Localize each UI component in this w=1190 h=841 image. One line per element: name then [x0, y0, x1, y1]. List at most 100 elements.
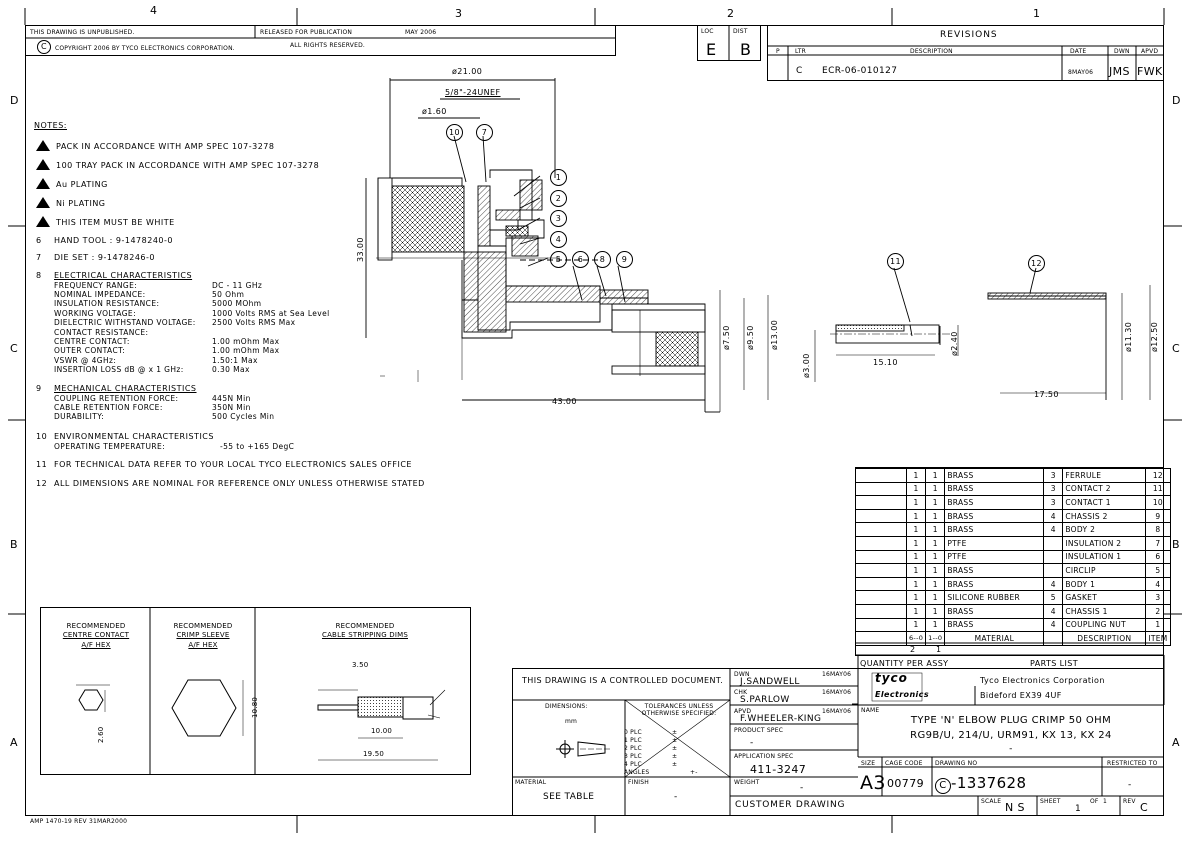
bom-qty-b: 1 [925, 522, 946, 537]
bom-note-flag: 4 [1043, 522, 1064, 537]
dim-l1510: 15.10 [873, 358, 898, 367]
tyco-logo: tyco [875, 671, 908, 685]
bom-item: 6 [1145, 549, 1171, 565]
cage-label: CAGE CODE [885, 760, 923, 767]
note-text: ENVIRONMENTAL CHARACTERISTICS [54, 432, 214, 441]
tol-val-1: ± [672, 737, 678, 744]
drawing-no-label: DRAWING NO [935, 760, 978, 767]
bom-qty-b: 1 [925, 603, 946, 619]
bom-description: CONTACT 2 [1062, 481, 1147, 497]
tol-val-3: ± [672, 753, 678, 760]
elec-label: FREQUENCY RANGE: [54, 281, 138, 290]
elec-value: 1.00 mOhm Max [212, 346, 280, 355]
zone-label-c-right: C [1172, 342, 1181, 355]
bom-qty-b: 1 [925, 576, 946, 592]
rev-desc: ECR-06-010127 [822, 66, 898, 76]
bom-material: BRASS [944, 522, 1045, 537]
bom-note-flag [1043, 549, 1064, 565]
unpublished-text: THIS DRAWING IS UNPUBLISHED. [30, 29, 135, 36]
bom-item: 1 [1145, 617, 1171, 633]
balloon-1: 1 [550, 169, 567, 186]
dim-d160: ø1.60 [422, 107, 447, 116]
qty-per-assy-label: QUANTITY PER ASSY [860, 659, 949, 668]
bom-spacer [855, 549, 907, 565]
bom-description: CHASSIS 2 [1062, 508, 1147, 524]
bom-qty-b: 1 [925, 617, 946, 633]
bom-spacer [855, 563, 907, 578]
note-1: PACK IN ACCORDANCE WITH AMP SPEC 107-327… [36, 140, 274, 152]
rev-col-apvd: APVD [1141, 48, 1159, 55]
bom-spacer [855, 481, 907, 497]
restricted-label: RESTRICTED TO [1107, 760, 1158, 767]
rec-b-dim: 10.80 [251, 696, 259, 718]
bom-qty-a: 1 [905, 617, 927, 633]
dimensions-label: DIMENSIONS: [545, 703, 588, 710]
bom-qty-a: 1 [905, 576, 927, 592]
tol-plc-2: 2 PLC [624, 745, 642, 752]
bom-spacer [855, 495, 907, 510]
tyco-logo-sub: Electronics [875, 690, 929, 699]
note-text: HAND TOOL : 9-1478240-0 [54, 236, 173, 245]
bom-footer-desc: DESCRIPTION [1062, 631, 1147, 646]
bom-material: BRASS [944, 495, 1045, 510]
bom-spacer [855, 603, 907, 619]
bom-footer-qty-b: 1--0 [925, 631, 946, 646]
bom-item: 3 [1145, 590, 1171, 605]
bom-footer-qty-a: 6--0 [905, 631, 927, 646]
note-number: 10 [36, 432, 48, 441]
rev-dwn: JMS [1109, 65, 1130, 78]
part-name-1: TYPE 'N' ELBOW PLUG CRIMP 50 OHM [910, 715, 1112, 726]
rights-text: ALL RIGHTS RESERVED. [290, 42, 366, 49]
bom-qty-a: 1 [905, 549, 927, 565]
chk-name: S.PARLOW [740, 695, 790, 705]
dwn-label: DWN [734, 671, 750, 678]
balloon-7: 7 [476, 124, 493, 141]
bom-qty-b: 1 [925, 468, 946, 483]
bom-qty-a: 1 [905, 481, 927, 497]
dist-value: B [740, 40, 752, 59]
bom-description: BODY 2 [1062, 522, 1147, 537]
dim-d1300: ø13.00 [770, 319, 779, 350]
bom-description: BODY 1 [1062, 576, 1147, 592]
drawing-no-value: -1337628 [951, 774, 1027, 792]
form-id: AMP 1470-19 REV 31MAR2000 [30, 818, 128, 825]
bom-qty-b: 1 [925, 549, 946, 565]
balloon-12: 12 [1028, 255, 1045, 272]
scale-label: SCALE [981, 798, 1002, 805]
parts-list-label: PARTS LIST [1030, 659, 1079, 668]
tol-angles: ANGLES [624, 769, 650, 776]
part-name-3: - [1009, 744, 1013, 754]
notes-title: NOTES: [34, 121, 67, 130]
bom-material: PTFE [944, 549, 1045, 565]
loc-value: E [706, 40, 717, 59]
balloon-5: 5 [550, 251, 567, 268]
bom-material: SILICONE RUBBER [944, 590, 1045, 605]
note-10: 10 ENVIRONMENTAL CHARACTERISTICS [36, 432, 214, 442]
rec-a-title1: RECOMMENDED [66, 622, 126, 630]
elec-value: 5000 MOhm [212, 299, 262, 308]
bom-description: CONTACT 1 [1062, 495, 1147, 510]
sheet-value: 1 [1075, 804, 1082, 814]
bom-qty-a: 1 [905, 522, 927, 537]
elec-row: FREQUENCY RANGE: [54, 281, 137, 290]
elec-value: 1000 Volts RMS at Sea Level [212, 309, 330, 318]
bom-note-flag: 5 [1043, 590, 1064, 605]
bom-material: BRASS [944, 576, 1045, 592]
bom-material: BRASS [944, 603, 1045, 619]
note-text: FOR TECHNICAL DATA REFER TO YOUR LOCAL T… [54, 460, 412, 469]
tol-plc-3: 3 PLC [624, 753, 642, 760]
bom-note-flag [1043, 535, 1064, 551]
env-value: -55 to +165 DegC [220, 442, 295, 451]
bom-spacer [855, 508, 907, 524]
elec-value: 0.30 Max [212, 365, 250, 374]
weight-value: - [800, 783, 804, 793]
application-spec-label: APPLICATION SPEC [734, 753, 794, 760]
